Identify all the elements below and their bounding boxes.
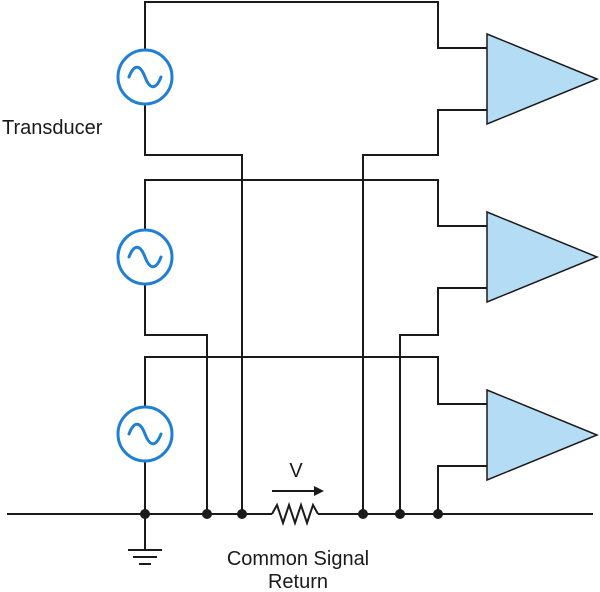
loop-2-low-wire bbox=[144, 283, 208, 514]
resistor-icon bbox=[271, 501, 319, 527]
loop-2-high-wire bbox=[144, 179, 487, 230]
voltage-label: V bbox=[289, 460, 303, 482]
amplifier-triangle-icon bbox=[486, 388, 599, 482]
transducer-loop-1 bbox=[116, 1, 599, 514]
amplifier-triangle-icon bbox=[486, 210, 599, 304]
loop-1-return-wire bbox=[362, 109, 487, 514]
junction-dot bbox=[358, 509, 368, 519]
ac-source-icon bbox=[116, 228, 174, 286]
loop-1-low-wire bbox=[144, 103, 243, 514]
common-return-label-line2: Return bbox=[268, 571, 328, 592]
loop-2-return-wire bbox=[399, 287, 487, 514]
amplifier-triangle-icon bbox=[486, 32, 599, 126]
common-return-label-line1: Common Signal bbox=[227, 548, 369, 570]
loop-3-high-wire bbox=[144, 356, 487, 407]
junction-dot bbox=[433, 509, 443, 519]
ac-source-icon bbox=[116, 48, 174, 106]
transducer-label: Transducer bbox=[2, 117, 103, 139]
junction-dots bbox=[140, 509, 443, 519]
transducer-loop-3 bbox=[116, 356, 599, 514]
junction-dot bbox=[395, 509, 405, 519]
junction-dot bbox=[237, 509, 247, 519]
common-return-bus bbox=[7, 486, 593, 527]
ground-icon bbox=[128, 514, 162, 565]
junction-dot bbox=[202, 509, 212, 519]
voltage-arrow bbox=[272, 486, 324, 496]
loop-1-high-wire bbox=[144, 1, 487, 50]
loop-3-return-wire bbox=[437, 465, 487, 514]
ac-source-icon bbox=[116, 405, 174, 463]
transducer-loop-2 bbox=[116, 179, 599, 514]
